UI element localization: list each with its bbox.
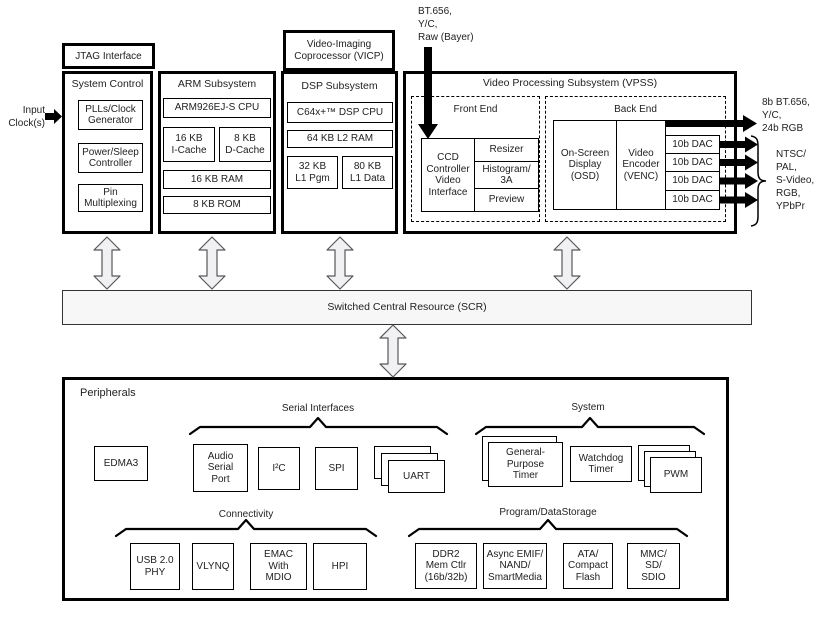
- general-purpose-timer-box: General- Purpose Timer: [488, 442, 563, 487]
- dac-box: 10b DAC: [665, 153, 720, 172]
- video-output-analog-label: NTSC/ PAL, S-Video, RGB, YPbPr: [776, 149, 815, 212]
- dsp-subsystem-title: DSP Subsystem: [301, 80, 378, 92]
- emac-box: EMAC With MDIO: [250, 543, 307, 590]
- dsp-l1-pgm-box: 32 KB L1 Pgm: [287, 156, 338, 189]
- bidirectional-arrow-icon: [198, 236, 226, 290]
- bidirectional-arrow-icon: [93, 236, 121, 290]
- edma3-box: EDMA3: [94, 446, 148, 481]
- serial-interfaces-label: Serial Interfaces: [281, 403, 355, 414]
- osd-box: On-Screen Display (OSD): [553, 120, 617, 210]
- bidirectional-arrow-icon: [553, 236, 581, 290]
- arm-cpu-box: ARM926EJ-S CPU: [163, 98, 271, 118]
- pin-multiplexing-box: Pin Multiplexing: [78, 184, 143, 212]
- preview-box: Preview: [474, 188, 539, 212]
- dsp-l1-data-box: 80 KB L1 Data: [342, 156, 393, 189]
- bidirectional-arrow-icon: [326, 236, 354, 290]
- input-clocks-label: Input Clock(s): [8, 105, 45, 129]
- output-group-brace: [750, 135, 767, 227]
- arm-dcache-box: 8 KB D-Cache: [219, 127, 271, 162]
- dac-box: 10b DAC: [665, 135, 720, 154]
- input-clocks-arrow-icon: [45, 109, 62, 124]
- plls-clock-generator-box: PLLs/Clock Generator: [78, 100, 143, 130]
- pwm-box: PWM: [650, 457, 702, 493]
- dac-box: 10b DAC: [665, 190, 720, 210]
- arm-ram-box: 16 KB RAM: [163, 170, 271, 189]
- histogram-3a-box: Histogram/ 3A: [474, 161, 539, 189]
- dsp-l2-ram-box: 64 KB L2 RAM: [287, 130, 393, 148]
- usb-phy-box: USB 2.0 PHY: [130, 543, 180, 590]
- audio-serial-port-box: Audio Serial Port: [193, 444, 248, 492]
- video-input-label: BT.656, Y/C, Raw (Bayer): [418, 6, 474, 43]
- resizer-box: Resizer: [474, 138, 539, 162]
- vicp-block: Video-Imaging Coprocessor (VICP): [283, 30, 395, 71]
- power-sleep-controller-box: Power/Sleep Controller: [78, 143, 143, 173]
- program-data-storage-label: Program/DataStorage: [499, 507, 597, 518]
- dsp-subsystem-block: [281, 71, 398, 234]
- front-end-group: [411, 96, 540, 222]
- arm-rom-box: 8 KB ROM: [163, 196, 271, 214]
- arm-icache-box: 16 KB I-Cache: [163, 127, 215, 162]
- video-output-primary-label: 8b BT.656, Y/C, 24b RGB: [762, 97, 810, 134]
- front-end-title: Front End: [453, 104, 498, 115]
- peripherals-title: Peripherals: [80, 387, 136, 399]
- ddr2-mem-ctlr-box: DDR2 Mem Ctlr (16b/32b): [415, 543, 477, 589]
- vlynq-box: VLYNQ: [192, 543, 234, 590]
- ccd-controller-box: CCD Controller Video Interface: [421, 138, 475, 212]
- arm-subsystem-title: ARM Subsystem: [177, 78, 257, 90]
- dac-box: 10b DAC: [665, 171, 720, 191]
- vpss-title: Video Processing Subsystem (VPSS): [482, 77, 658, 89]
- dsp-cpu-box: C64x+™ DSP CPU: [287, 102, 393, 123]
- i2c-box: I²C: [258, 447, 300, 490]
- watchdog-timer-box: Watchdog Timer: [570, 446, 632, 482]
- connectivity-label: Connectivity: [218, 509, 274, 520]
- uart-box: UART: [388, 460, 445, 493]
- system-group-label: System: [571, 402, 605, 413]
- mmc-sd-sdio-box: MMC/ SD/ SDIO: [627, 543, 680, 589]
- spi-box: SPI: [315, 447, 358, 490]
- venc-box: Video Encoder (VENC): [616, 120, 666, 210]
- scr-bus-bar: Switched Central Resource (SCR): [62, 290, 752, 325]
- back-end-title: Back End: [614, 104, 657, 115]
- hpi-box: HPI: [313, 543, 367, 590]
- async-emif-box: Async EMIF/ NAND/ SmartMedia: [483, 543, 547, 589]
- bidirectional-arrow-icon: [379, 324, 407, 378]
- jtag-interface-block: JTAG Interface: [62, 43, 155, 69]
- system-control-title: System Control: [71, 78, 144, 90]
- ata-compact-flash-box: ATA/ Compact Flash: [563, 543, 613, 589]
